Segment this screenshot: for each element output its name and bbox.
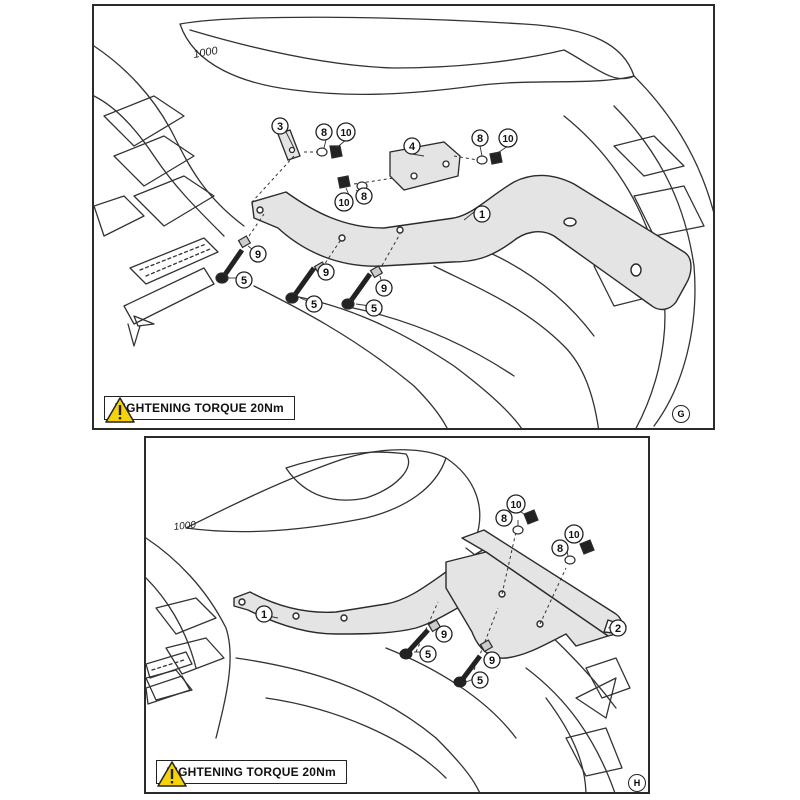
callout-1: 1: [473, 205, 491, 223]
svg-text:4: 4: [409, 141, 416, 153]
callout-1: 1: [255, 605, 273, 623]
callout-9: 9: [375, 279, 393, 297]
svg-text:5: 5: [371, 303, 377, 315]
svg-text:5: 5: [311, 299, 317, 311]
svg-text:8: 8: [557, 543, 563, 555]
svg-text:8: 8: [361, 191, 367, 203]
svg-text:10: 10: [338, 198, 350, 209]
callout-9: 9: [483, 651, 501, 669]
callout-9: 9: [249, 245, 267, 263]
panel-letter-g: G: [672, 405, 690, 423]
svg-text:5: 5: [425, 649, 431, 661]
svg-text:10: 10: [510, 500, 522, 511]
bolts-5: [399, 628, 482, 688]
svg-text:10: 10: [340, 128, 352, 139]
panel-letter-h: H: [628, 774, 646, 792]
callout-10: 10: [334, 192, 354, 212]
svg-text:1: 1: [261, 609, 267, 621]
part-4-spacer: [389, 141, 461, 191]
bolts-5: [215, 248, 373, 310]
callout-10: 10: [336, 122, 356, 142]
svg-text:3: 3: [277, 121, 283, 133]
torque-note-h: TIGHTENING TORQUE 20Nm: [156, 760, 347, 787]
callout-5: 5: [365, 299, 383, 317]
callout-10: 10: [564, 524, 584, 544]
svg-text:9: 9: [381, 283, 387, 295]
svg-text:9: 9: [323, 267, 329, 279]
diagram-panel-g: 1000: [92, 4, 715, 430]
torque-label: TIGHTENING TORQUE 20Nm: [104, 396, 295, 420]
part-1-frame-bar: [251, 174, 692, 311]
svg-text:2: 2: [615, 623, 621, 635]
motorcycle-drawing-g: 1000: [94, 16, 713, 428]
warning-icon: [157, 761, 187, 787]
svg-text:10: 10: [568, 530, 580, 541]
callouts-g: 3 8 10 4 8 10 8 10 1 9 5 9 5 9 5: [235, 117, 518, 317]
svg-text:1000: 1000: [173, 520, 197, 533]
svg-text:1: 1: [479, 209, 485, 221]
motorcycle-drawing-h: 1000: [146, 449, 631, 792]
callout-9: 9: [317, 263, 335, 281]
callout-10: 10: [506, 494, 526, 514]
callout-5: 5: [471, 671, 489, 689]
torque-note-g: TIGHTENING TORQUE 20Nm: [104, 396, 295, 423]
svg-text:8: 8: [477, 133, 483, 145]
callout-4: 4: [403, 137, 421, 155]
callout-5: 5: [419, 645, 437, 663]
callout-10: 10: [498, 128, 518, 148]
callout-8: 8: [315, 123, 333, 141]
diagram-panel-h: 1000: [144, 436, 650, 794]
torque-label: TIGHTENING TORQUE 20Nm: [156, 760, 347, 784]
callout-2: 2: [609, 619, 627, 637]
callout-8: 8: [471, 129, 489, 147]
callout-8: 8: [495, 509, 513, 527]
svg-text:5: 5: [241, 275, 247, 287]
svg-text:8: 8: [321, 127, 327, 139]
svg-text:9: 9: [489, 655, 495, 667]
svg-text:10: 10: [502, 134, 514, 145]
svg-text:8: 8: [501, 513, 507, 525]
callout-9: 9: [435, 625, 453, 643]
svg-text:1000: 1000: [192, 45, 219, 61]
callouts-h: 10 8 10 8 1 2 9 5 9 5: [255, 494, 627, 689]
callout-3: 3: [271, 117, 289, 135]
callout-8: 8: [551, 539, 569, 557]
svg-text:9: 9: [255, 249, 261, 261]
callout-8: 8: [355, 187, 373, 205]
svg-text:9: 9: [441, 629, 447, 641]
callout-5: 5: [305, 295, 323, 313]
svg-text:5: 5: [477, 675, 483, 687]
warning-icon: [105, 397, 135, 423]
callout-5: 5: [235, 271, 253, 289]
